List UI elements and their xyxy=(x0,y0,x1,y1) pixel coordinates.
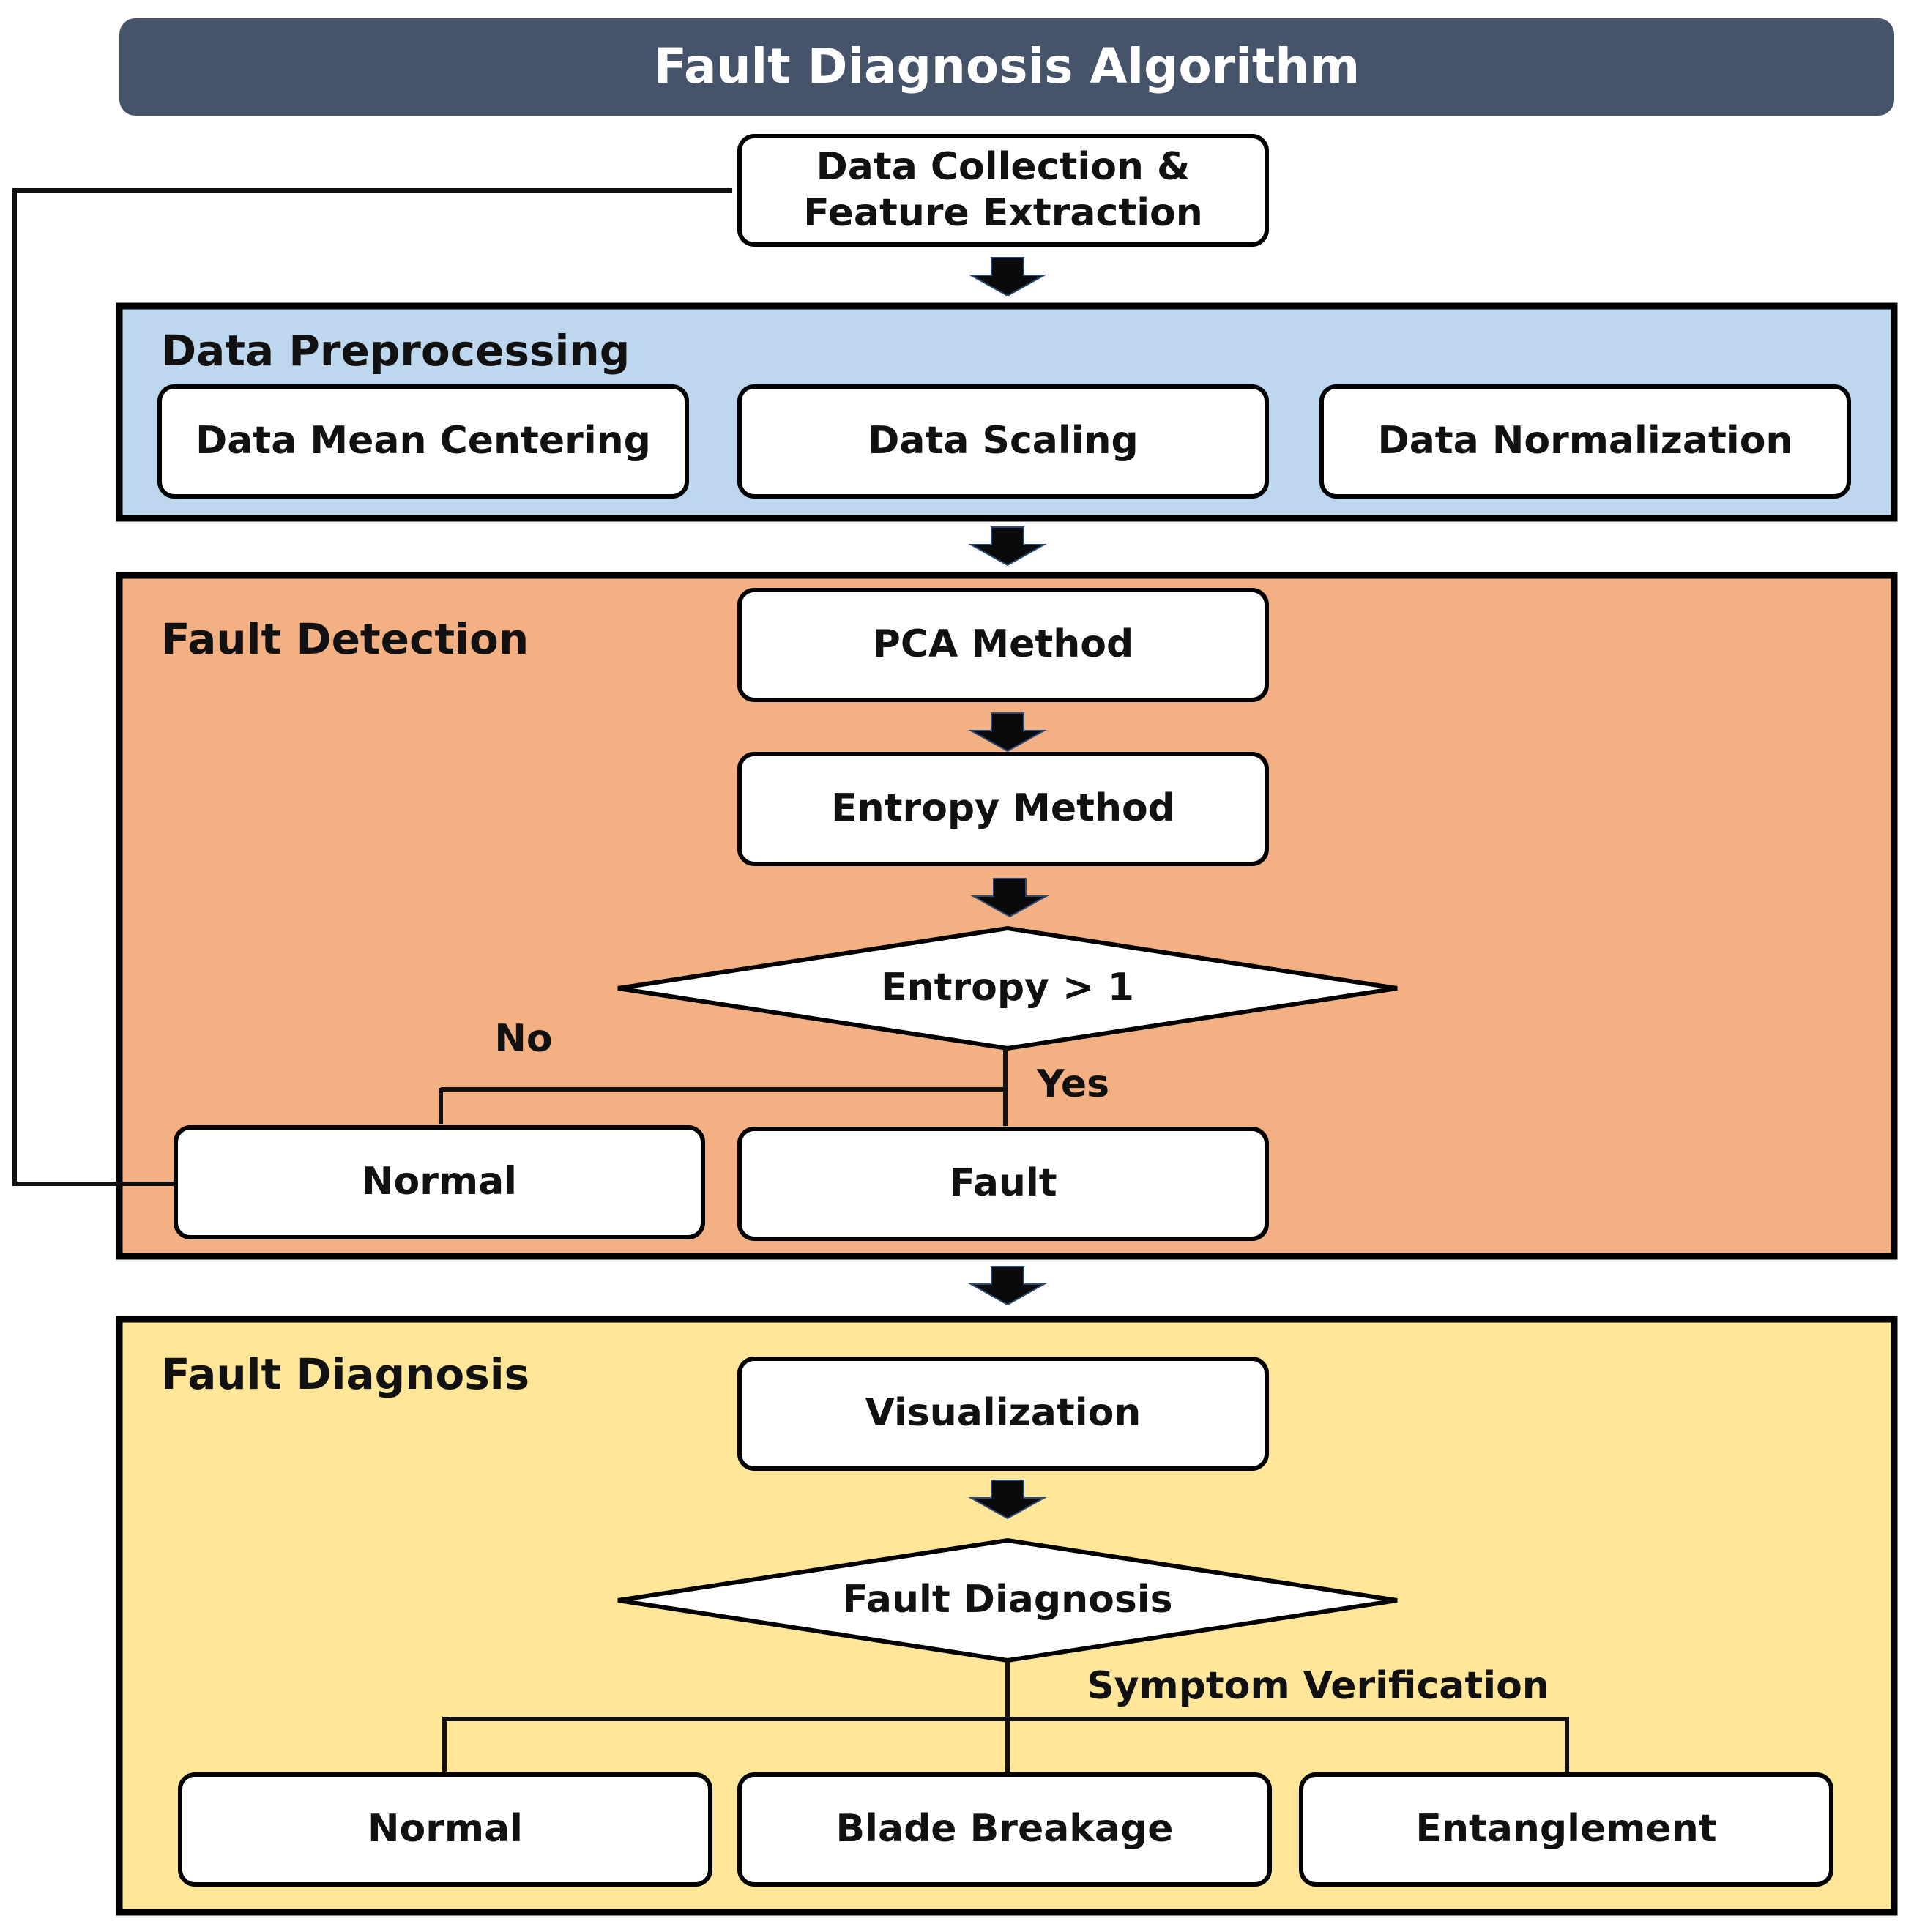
heading-fault-detection: Fault Detection xyxy=(161,613,529,664)
label-normal-diagnosis: Normal xyxy=(368,1807,523,1851)
label-fault: Fault xyxy=(949,1161,1057,1206)
label-data-scaling: Data Scaling xyxy=(868,419,1139,463)
label-blade-breakage: Blade Breakage xyxy=(835,1807,1174,1851)
node-data-normalization xyxy=(1319,384,1851,499)
label-entanglement: Entanglement xyxy=(1415,1807,1717,1851)
title-bar xyxy=(119,18,1894,116)
label-data-mean-centering: Data Mean Centering xyxy=(196,419,651,463)
node-pca-method xyxy=(737,588,1269,702)
label-fault-diagnosis-decision: Fault Diagnosis xyxy=(842,1578,1173,1622)
label-yes: Yes xyxy=(1037,1062,1110,1107)
node-fault xyxy=(737,1127,1269,1241)
block-arrow-entropy-to-decision xyxy=(970,878,1049,918)
node-entanglement xyxy=(1299,1772,1833,1887)
label-symptom-verification: Symptom Verification xyxy=(1087,1664,1549,1709)
label-normal-detection: Normal xyxy=(362,1160,517,1204)
node-normal-detection xyxy=(174,1125,705,1239)
label-visualization: Visualization xyxy=(865,1391,1142,1436)
block-arrow-preprocessing-to-detection xyxy=(968,526,1047,567)
node-visualization xyxy=(737,1357,1269,1471)
node-data-scaling xyxy=(737,384,1269,499)
block-arrow-detection-to-diagnosis xyxy=(968,1266,1047,1306)
diagram-title: Fault Diagnosis Algorithm xyxy=(653,38,1360,95)
label-no: No xyxy=(494,1017,553,1062)
label-entropy-decision: Entropy > 1 xyxy=(881,966,1134,1010)
label-data-normalization: Data Normalization xyxy=(1377,419,1793,463)
node-blade-breakage xyxy=(737,1772,1272,1887)
label-data-collection: Data Collection & Feature Extraction xyxy=(803,144,1203,235)
node-entropy-method xyxy=(737,752,1269,866)
node-normal-diagnosis xyxy=(178,1772,712,1887)
block-arrow-pca-to-entropy xyxy=(968,712,1047,753)
node-data-mean-centering xyxy=(157,384,689,499)
heading-fault-diagnosis: Fault Diagnosis xyxy=(161,1349,530,1399)
label-entropy-method: Entropy Method xyxy=(831,786,1175,831)
block-arrow-collection-to-preprocessing xyxy=(968,257,1047,297)
feedback-loop-line xyxy=(12,187,733,1186)
block-arrow-visualization-to-decision xyxy=(968,1480,1047,1520)
label-pca-method: PCA Method xyxy=(872,622,1134,667)
node-data-collection xyxy=(737,134,1269,247)
heading-preprocessing: Data Preprocessing xyxy=(161,325,630,376)
